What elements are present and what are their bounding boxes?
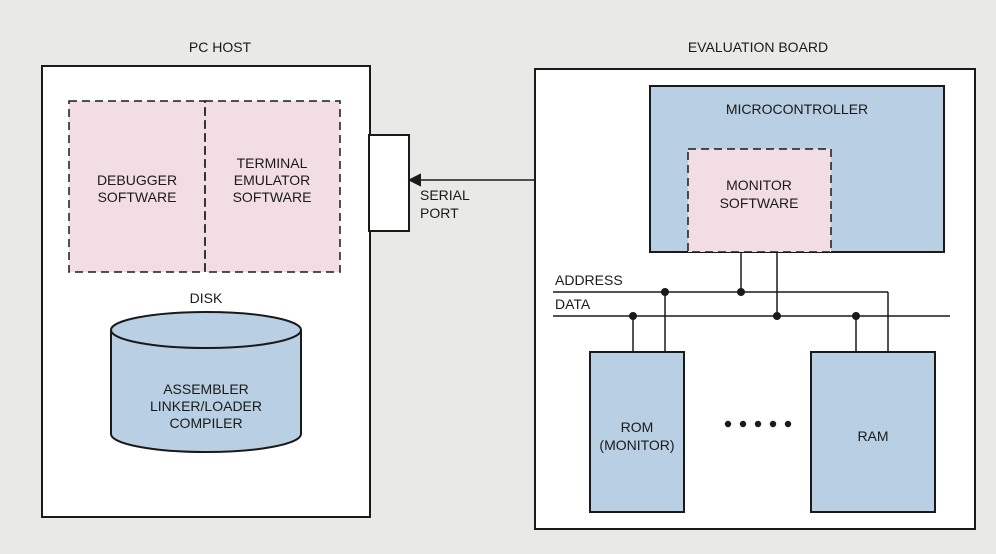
pc-host-title: PC HOST <box>189 39 252 55</box>
debugger-software-label-line2: SOFTWARE <box>98 189 177 205</box>
disk-label: DISK <box>190 290 223 306</box>
address-bus-label: ADDRESS <box>555 272 623 288</box>
data-bus-label: DATA <box>555 296 591 312</box>
disk-label-compiler: COMPILER <box>169 415 242 431</box>
serial-port-box <box>368 134 410 232</box>
mcu-address-junction <box>737 288 745 296</box>
microcontroller-label: MICROCONTROLLER <box>726 101 868 117</box>
rom-label-line1: ROM <box>621 419 654 435</box>
disk-label-assembler: ASSEMBLER <box>163 381 249 397</box>
terminal-emulator-software-box <box>204 100 341 273</box>
monitor-software-label-line1: MONITOR <box>726 177 792 193</box>
disk-label-linker-loader: LINKER/LOADER <box>150 398 262 414</box>
serial-port-label-line2: PORT <box>420 205 459 221</box>
monitor-software-box <box>687 148 832 253</box>
evaluation-board-title: EVALUATION BOARD <box>688 39 828 55</box>
mcu-data-junction <box>773 312 781 320</box>
ram-box <box>810 351 936 513</box>
ram-data-junction <box>852 312 860 320</box>
ellipsis-dot <box>724 420 732 428</box>
ellipsis-dot <box>739 420 747 428</box>
rom-label-line2: (MONITOR) <box>599 437 674 453</box>
serial-port-label-line1: SERIAL <box>420 187 470 203</box>
terminal-software-label-line3: SOFTWARE <box>233 189 312 205</box>
debugger-software-label-line1: DEBUGGER <box>97 172 177 188</box>
rom-address-junction <box>661 288 669 296</box>
monitor-software-label-line2: SOFTWARE <box>720 195 799 211</box>
rom-box <box>589 351 685 513</box>
memory-ellipsis <box>724 420 792 428</box>
ram-label: RAM <box>857 428 888 444</box>
ellipsis-dot <box>754 420 762 428</box>
rom-data-junction <box>629 312 637 320</box>
terminal-software-label-line1: TERMINAL <box>237 155 308 171</box>
disk-cylinder <box>110 311 302 453</box>
ellipsis-dot <box>784 420 792 428</box>
ellipsis-dot <box>769 420 777 428</box>
terminal-software-label-line2: EMULATOR <box>234 172 311 188</box>
